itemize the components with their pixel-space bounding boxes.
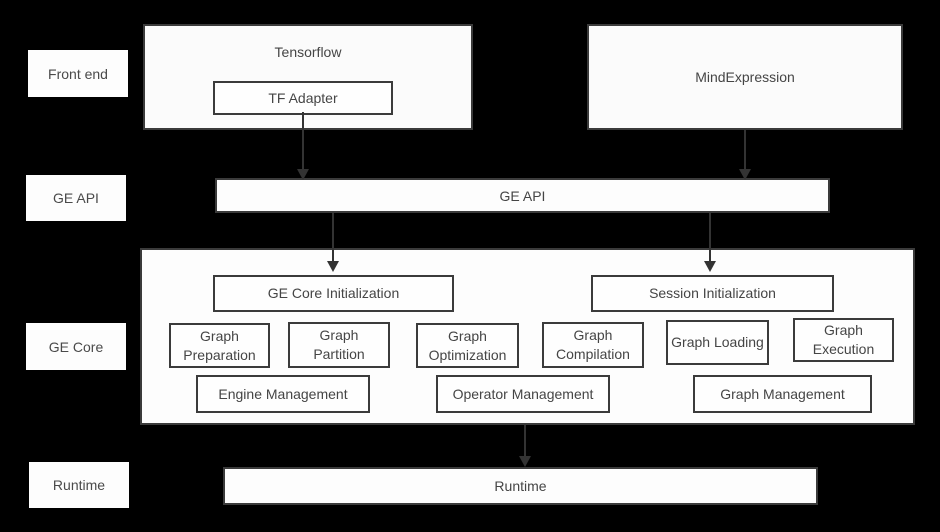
arrow-ge-api-to-ge-core-initialization <box>327 213 339 272</box>
tensorflow-box: Tensorflow TF Adapter <box>143 24 473 130</box>
arrow-head-icon <box>297 169 309 180</box>
ge-api-bar-text: GE API <box>499 187 546 204</box>
graph-partition-box: Graph Partition <box>288 322 390 368</box>
session-initialization-box: Session Initialization <box>591 275 834 312</box>
ge-api-bar: GE API <box>215 178 830 213</box>
tensorflow-title: Tensorflow <box>274 44 342 60</box>
arrow-ge-core-to-runtime <box>519 425 531 467</box>
arrow-tf-adapter-to-ge-api <box>297 112 309 180</box>
arrow-ge-api-to-session-initialization <box>704 213 716 272</box>
side-label-ge-api: GE API <box>26 175 126 221</box>
graph-optimization-box: Graph Optimization <box>416 323 519 368</box>
tf-adapter-box: TF Adapter <box>213 81 393 115</box>
side-label-runtime: Runtime <box>29 462 129 508</box>
side-label-runtime-text: Runtime <box>52 477 106 493</box>
runtime-bar-text: Runtime <box>494 478 547 494</box>
side-label-ge-core-text: GE Core <box>48 338 104 355</box>
mindexpression-title: MindExpression <box>695 69 795 85</box>
side-label-ge-core: GE Core <box>26 323 126 370</box>
arrow-head-icon <box>704 261 716 272</box>
operator-management-box: Operator Management <box>436 375 610 413</box>
graph-compilation-box: Graph Compilation <box>542 322 644 368</box>
side-label-ge-api-text: GE API <box>53 190 99 206</box>
ge-core-initialization-box: GE Core Initialization <box>213 275 454 312</box>
graph-preparation-box: Graph Preparation <box>169 323 270 368</box>
arrow-head-icon <box>327 261 339 272</box>
graph-execution-box: Graph Execution <box>793 318 894 362</box>
arrow-head-icon <box>739 169 751 180</box>
arrow-head-icon <box>519 456 531 467</box>
side-label-front-end: Front end <box>28 50 128 97</box>
ge-core-box: GE Core Initialization Session Initializ… <box>140 248 915 425</box>
mindexpression-box: MindExpression <box>587 24 903 130</box>
graph-management-box: Graph Management <box>693 375 872 413</box>
runtime-bar: Runtime <box>223 467 818 505</box>
arrow-mindexpression-to-ge-api <box>739 130 751 180</box>
engine-management-box: Engine Management <box>196 375 370 413</box>
graph-loading-box: Graph Loading <box>666 320 769 365</box>
side-label-front-end-text: Front end <box>48 65 108 82</box>
